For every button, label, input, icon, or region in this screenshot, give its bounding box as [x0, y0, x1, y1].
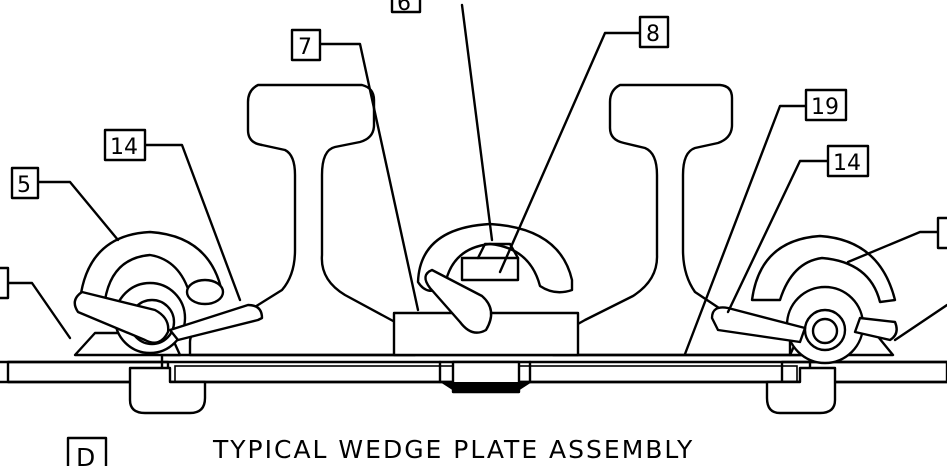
callout-7: 7 — [290, 28, 322, 62]
callout-right-edge — [936, 216, 947, 250]
callout-14-left-text: 14 — [110, 135, 138, 160]
left-spring-clip — [73, 230, 264, 355]
callout-8: 8 — [638, 15, 670, 49]
callout-14-left: 14 — [103, 128, 147, 162]
callout-5-text: 5 — [17, 173, 31, 198]
centre-wedge-block — [392, 311, 580, 357]
centre-spring-clip — [416, 222, 574, 334]
centre-block — [440, 360, 532, 394]
callout-19-text: 19 — [811, 95, 839, 120]
detail-tag-text: D — [76, 443, 97, 466]
callout-5: 5 — [10, 166, 40, 200]
drawing-title-text: TYPICAL WEDGE PLATE ASSEMBLY — [212, 435, 694, 464]
callout-14-right-text: 14 — [833, 151, 861, 176]
left-hook-anchor — [128, 366, 207, 415]
right-hook-anchor — [765, 366, 837, 415]
drawing-caption: D TYPICAL WEDGE PLATE ASSEMBLY — [66, 435, 694, 466]
callout-19: 19 — [804, 88, 848, 122]
callout-6-text: 6 — [397, 0, 411, 16]
callout-8-text: 8 — [646, 22, 660, 47]
callout-left-edge — [0, 266, 10, 300]
callout-7-text: 7 — [298, 35, 312, 60]
callout-6: 6 — [390, 0, 422, 16]
right-spring-clip — [710, 234, 898, 365]
callout-14-right: 14 — [826, 144, 870, 178]
